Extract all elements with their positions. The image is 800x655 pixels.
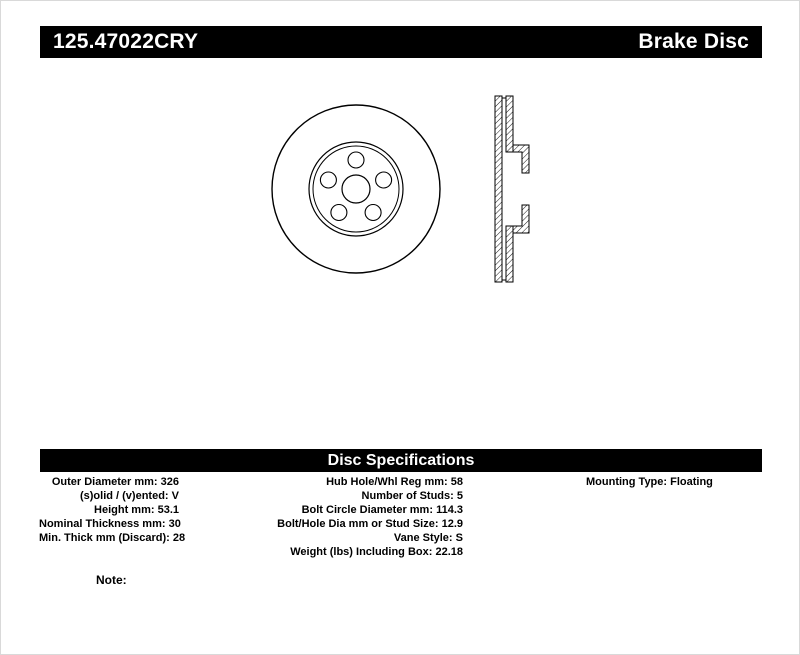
spec-row: Vane Style: S (241, 531, 463, 545)
spec-value: 30 (168, 518, 181, 530)
outboard-plate-section (494, 95, 503, 283)
hat-bottom-wall-section (512, 204, 530, 234)
spec-label: Vane Style: (393, 532, 453, 544)
spec-value: 326 (160, 476, 179, 488)
center-hole (341, 174, 371, 204)
spec-value: 12.9 (441, 518, 463, 530)
spec-value: 28 (172, 532, 186, 544)
stud-hole (347, 151, 365, 169)
spec-label: Hub Hole/Whl Reg mm: (326, 476, 448, 488)
disc-specifications-bar: Disc Specifications (40, 449, 762, 472)
spec-label: Height mm: (94, 504, 155, 516)
hub-inner-circle (312, 145, 400, 233)
spec-label: (s)olid / (v)ented: (79, 490, 169, 502)
spec-value: S (455, 532, 463, 544)
spec-value: 58 (450, 476, 463, 488)
inboard-plate-bottom-section (505, 225, 514, 283)
inboard-plate-top-section (505, 95, 514, 153)
hat-top-wall-section (512, 144, 530, 174)
spec-value: 22.18 (435, 546, 463, 558)
spec-row: Height mm: 53.1 (39, 503, 179, 517)
spec-row: Bolt Circle Diameter mm: 114.3 (241, 503, 463, 517)
spec-label: Weight (lbs) Including Box: (290, 546, 433, 558)
spec-value: V (171, 490, 179, 502)
rotor-outer-edge (271, 104, 441, 274)
spec-column-right: Mounting Type: Floating (586, 475, 713, 489)
spec-row: Nominal Thickness mm: 30 (39, 517, 181, 531)
part-number: 125.47022CRY (53, 30, 199, 53)
spec-value: 5 (456, 490, 463, 502)
brake-disc-front-view (271, 104, 441, 274)
spec-label: Number of Studs: (361, 490, 454, 502)
disc-specifications-title: Disc Specifications (327, 451, 475, 469)
spec-row: Weight (lbs) Including Box: 22.18 (241, 545, 463, 559)
spec-label: Mounting Type: (586, 476, 668, 488)
stud-hole (375, 171, 393, 189)
product-type: Brake Disc (638, 30, 749, 53)
spec-label: Bolt Circle Diameter mm: (301, 504, 434, 516)
spec-column-left: Outer Diameter mm: 326 (s)olid / (v)ente… (39, 475, 185, 545)
spec-row: (s)olid / (v)ented: V (39, 489, 179, 503)
spec-value: Floating (670, 476, 713, 488)
spec-row: Min. Thick mm (Discard): 28 (39, 531, 185, 545)
note-label: Note: (96, 573, 127, 587)
spec-row: Hub Hole/Whl Reg mm: 58 (241, 475, 463, 489)
spec-row: Bolt/Hole Dia mm or Stud Size: 12.9 (241, 517, 463, 531)
brake-disc-cross-section (494, 95, 530, 283)
spec-value: 53.1 (157, 504, 179, 516)
spec-value: 114.3 (436, 504, 463, 516)
stud-hole (330, 203, 348, 222)
header-bar: 125.47022CRY Brake Disc (40, 26, 762, 58)
hub-outer-circle (308, 141, 404, 237)
spec-label: Min. Thick mm (Discard): (39, 532, 170, 544)
spec-label: Bolt/Hole Dia mm or Stud Size: (277, 518, 439, 530)
spec-column-middle: Hub Hole/Whl Reg mm: 58 Number of Studs:… (241, 475, 463, 559)
spec-label: Outer Diameter mm: (51, 476, 158, 488)
stud-hole (364, 203, 382, 222)
spec-row: Number of Studs: 5 (241, 489, 463, 503)
stud-hole (319, 171, 337, 189)
spec-row: Mounting Type: Floating (586, 475, 713, 489)
spec-row: Outer Diameter mm: 326 (39, 475, 179, 489)
spec-label: Nominal Thickness mm: (39, 518, 166, 530)
